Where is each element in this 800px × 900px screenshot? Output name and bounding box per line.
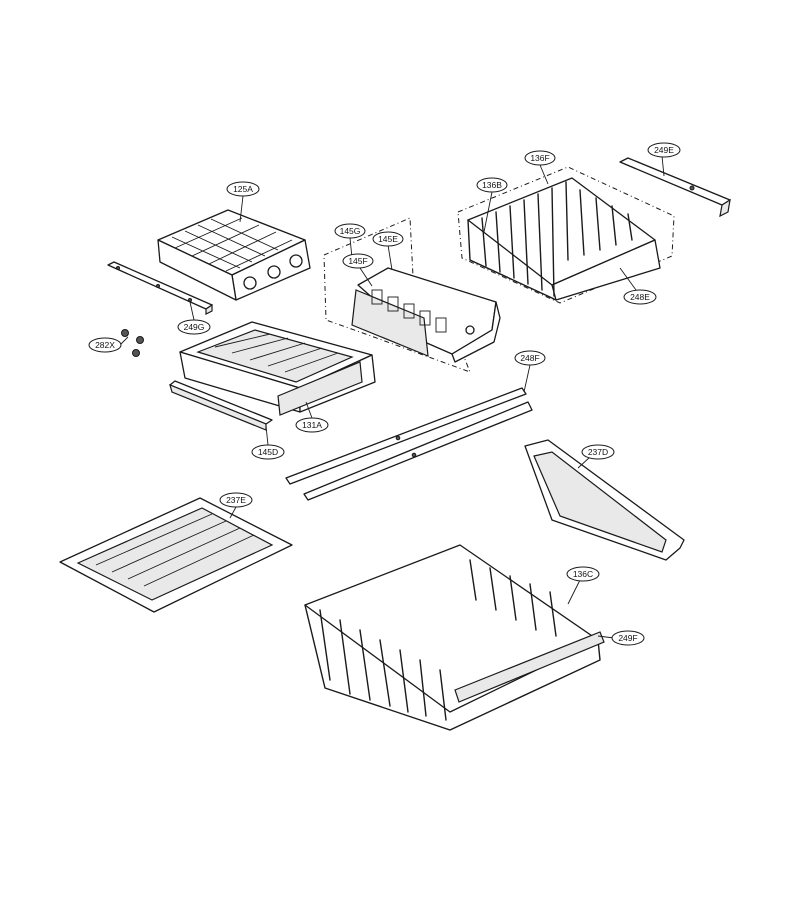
rails-248F (285, 387, 533, 501)
callout-249E-text: 249E (654, 145, 674, 155)
callout-237D: 237D (581, 444, 615, 460)
callout-136B: 136B (476, 177, 508, 193)
callout-131A-text: 131A (302, 420, 322, 430)
callout-282X-text: 282X (95, 340, 115, 350)
callout-145F: 145F (342, 253, 374, 269)
callout-249F-text: 249F (618, 633, 637, 643)
callout-237E-text: 237E (226, 495, 246, 505)
callout-136C: 136C (566, 566, 600, 582)
callout-145F-text: 145F (348, 256, 367, 266)
callout-248E: 248E (623, 289, 657, 305)
callout-145E: 145E (372, 231, 404, 247)
callout-248E-text: 248E (630, 292, 650, 302)
callout-145G-text: 145G (340, 226, 361, 236)
tray-237E (59, 497, 293, 613)
callout-249E: 249E (647, 142, 681, 158)
callout-145D: 145D (251, 444, 285, 460)
basket-136C (304, 544, 605, 731)
callout-145G: 145G (334, 223, 366, 239)
callout-136C-text: 136C (573, 569, 593, 579)
callout-125A-text: 125A (233, 184, 253, 194)
callout-249F: 249F (611, 630, 645, 646)
callout-136F-text: 136F (530, 153, 549, 163)
callout-145E-text: 145E (378, 234, 398, 244)
callout-248F-text: 248F (520, 353, 539, 363)
callout-249G: 249G (177, 319, 211, 335)
leader-lines (119, 155, 665, 639)
rail-249E (619, 157, 731, 218)
callout-136B-text: 136B (482, 180, 502, 190)
crisper-drawer-131A (179, 321, 376, 416)
callout-237D-text: 237D (588, 447, 608, 457)
icemaker-group-145G (323, 217, 501, 373)
shelf-237D (524, 439, 685, 561)
callout-125A: 125A (226, 181, 260, 197)
callout-136F: 136F (524, 150, 556, 166)
callout-145D-text: 145D (258, 447, 278, 457)
screws-282X (121, 329, 144, 357)
callout-282X: 282X (88, 337, 122, 353)
basket-group-136F (457, 166, 675, 304)
callout-248F: 248F (514, 350, 546, 366)
callout-249G-text: 249G (184, 322, 205, 332)
callout-131A: 131A (295, 417, 329, 433)
callout-237E: 237E (219, 492, 253, 508)
ice-tray-assembly (157, 209, 311, 301)
rail-249G (107, 261, 213, 315)
